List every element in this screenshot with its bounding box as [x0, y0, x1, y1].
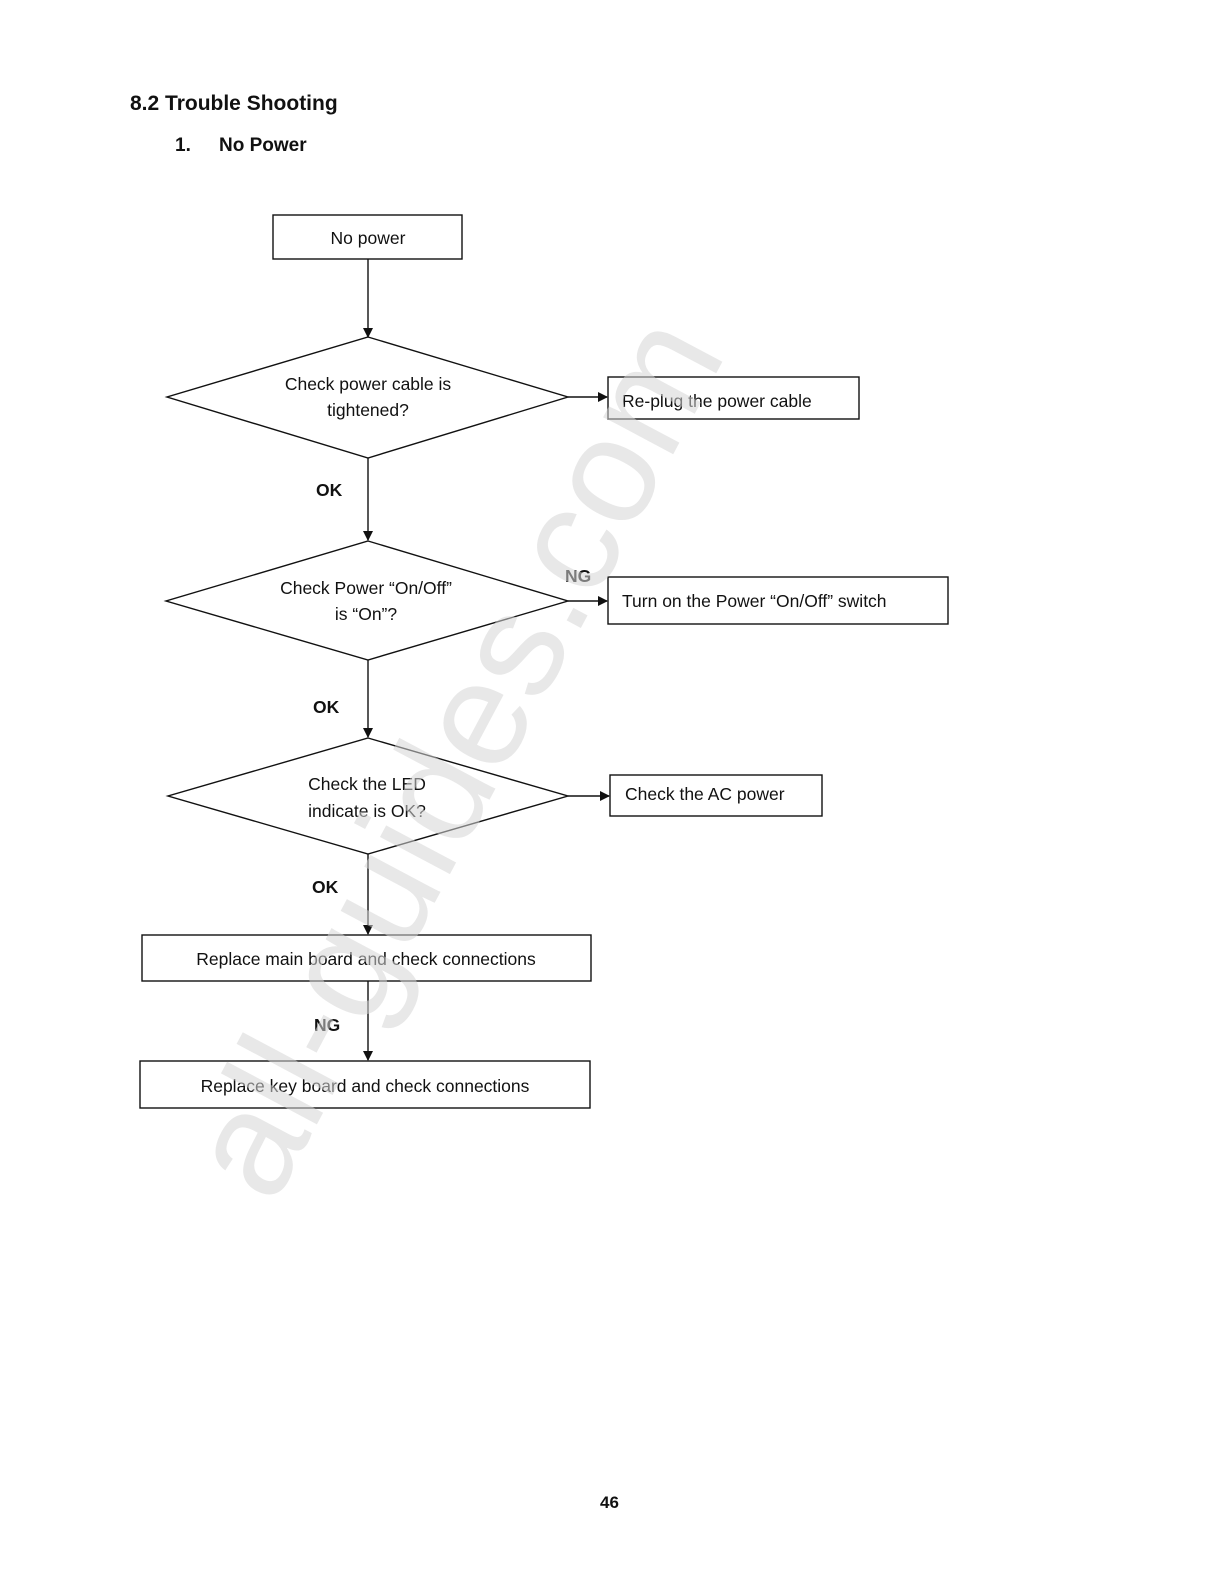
- ok-label-3: OK: [312, 877, 339, 897]
- decision-3-line1: Check the LED: [308, 774, 426, 794]
- decision-2-line2: is “On”?: [335, 604, 398, 624]
- ok-label-2: OK: [313, 697, 340, 717]
- action-2-box: [607, 576, 949, 625]
- decision-1-line1: Check power cable is: [285, 374, 452, 394]
- page-number: 46: [600, 1493, 619, 1512]
- item-title: No Power: [219, 135, 307, 156]
- decision-1-line2: tightened?: [327, 400, 409, 420]
- decision-1-diamond: [164, 336, 571, 459]
- ok-label-1: OK: [316, 480, 343, 500]
- action-3-label: Check the AC power: [625, 784, 785, 804]
- section-title: 8.2 Trouble Shooting: [130, 92, 338, 115]
- item-number: 1.: [175, 135, 191, 156]
- main-board-box: [141, 934, 592, 982]
- action-1-box: [607, 376, 860, 420]
- action-3-box: [609, 774, 823, 817]
- decision-3-line2: indicate is OK?: [308, 801, 426, 821]
- start-label: No power: [331, 228, 406, 248]
- key-board-box: [139, 1060, 591, 1109]
- ng-label-2: NG: [565, 566, 591, 586]
- ng-label-4: NG: [314, 1015, 340, 1035]
- start-box: [272, 214, 463, 260]
- main-board-label: Replace main board and check connections: [196, 949, 536, 969]
- action-1-label: Re-plug the power cable: [622, 391, 812, 411]
- decision-2-line1: Check Power “On/Off”: [280, 578, 452, 598]
- action-2-label: Turn on the Power “On/Off” switch: [622, 591, 887, 611]
- key-board-label: Replace key board and check connections: [201, 1076, 530, 1096]
